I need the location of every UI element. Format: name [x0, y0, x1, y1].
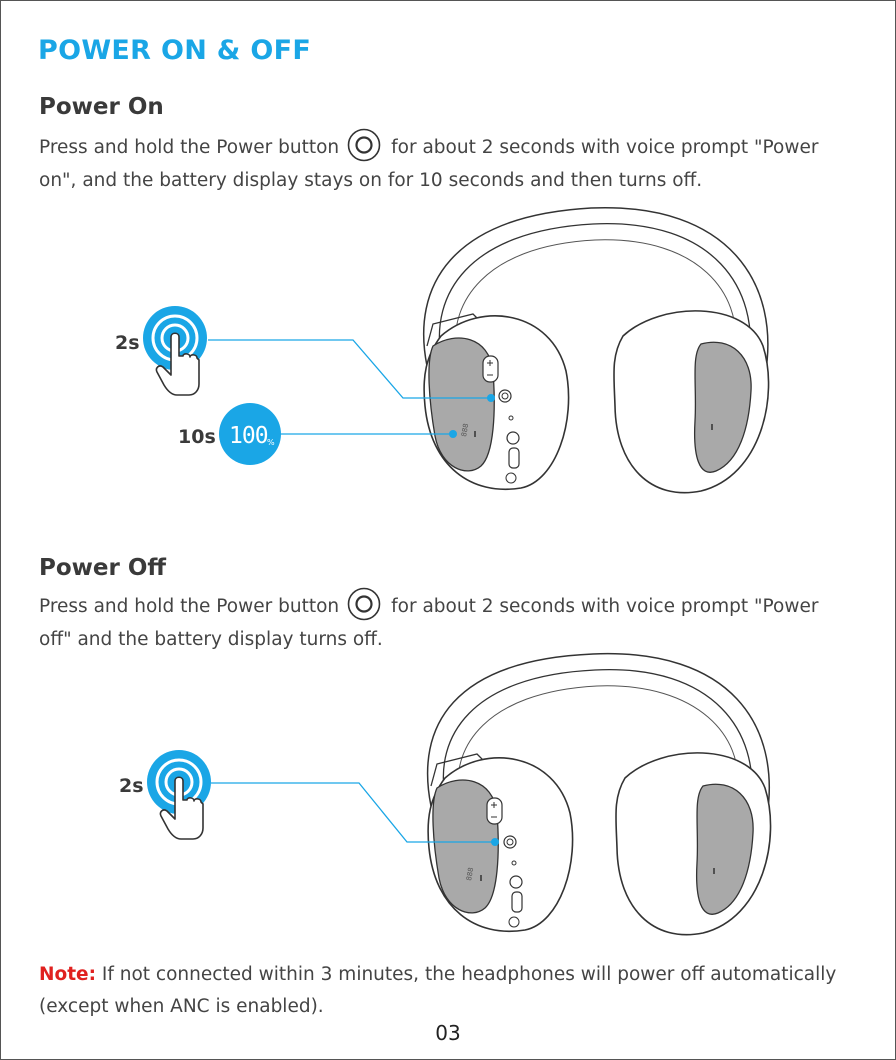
power-on-text-part2: for about 2 seconds with voice prompt "P… [391, 137, 819, 158]
power-off-text-part1: Press and hold the Power button [39, 596, 340, 617]
press-hold-icon [147, 750, 211, 840]
power-on-text-line2: on", and the battery display stays on fo… [39, 170, 703, 191]
power-on-figure: 888 2s 10s 100 % [115, 207, 770, 494]
power-button-pointer-dot [491, 838, 499, 846]
power-off-text-line2: off" and the battery display turns off. [39, 629, 383, 650]
power-on-instructions: Press and hold the Power button for abou… [39, 128, 849, 197]
press-hold-icon [143, 306, 207, 396]
power-on-press-duration: 2s [115, 332, 140, 354]
power-on-text-part1: Press and hold the Power button [39, 137, 340, 158]
power-off-figure: 888 2s [119, 653, 772, 936]
power-button-icon [347, 128, 381, 162]
note-text-line2: (except when ANC is enabled). [39, 996, 324, 1017]
page-title: POWER ON & OFF [38, 35, 312, 66]
power-button-pointer-line [211, 782, 495, 843]
svg-text:888: 888 [465, 867, 475, 882]
power-on-heading: Power On [39, 94, 164, 120]
power-button-pointer-line [208, 339, 491, 399]
battery-display-pointer-dot [449, 430, 457, 438]
headphones-illustration: 888 [426, 653, 772, 936]
power-button-icon [347, 587, 381, 621]
power-off-heading: Power Off [39, 555, 167, 581]
power-button-pointer-dot [487, 394, 495, 402]
note-text-line1: If not connected within 3 minutes, the h… [101, 964, 837, 985]
page-number: 03 [435, 1021, 461, 1045]
headphones-illustration: 888 [423, 207, 770, 494]
note-paragraph: Note: If not connected within 3 minutes,… [39, 959, 859, 1023]
power-off-instructions: Press and hold the Power button for abou… [39, 587, 849, 656]
battery-unit-label: % [267, 438, 275, 447]
battery-level-readout: 100 [229, 423, 268, 449]
battery-display-icon: 100 % [219, 403, 281, 465]
note-label: Note: [39, 964, 96, 985]
power-off-press-duration: 2s [119, 775, 144, 797]
power-on-display-duration: 10s [178, 426, 216, 448]
power-off-text-part2: for about 2 seconds with voice prompt "P… [391, 596, 819, 617]
svg-text:888: 888 [460, 423, 470, 438]
